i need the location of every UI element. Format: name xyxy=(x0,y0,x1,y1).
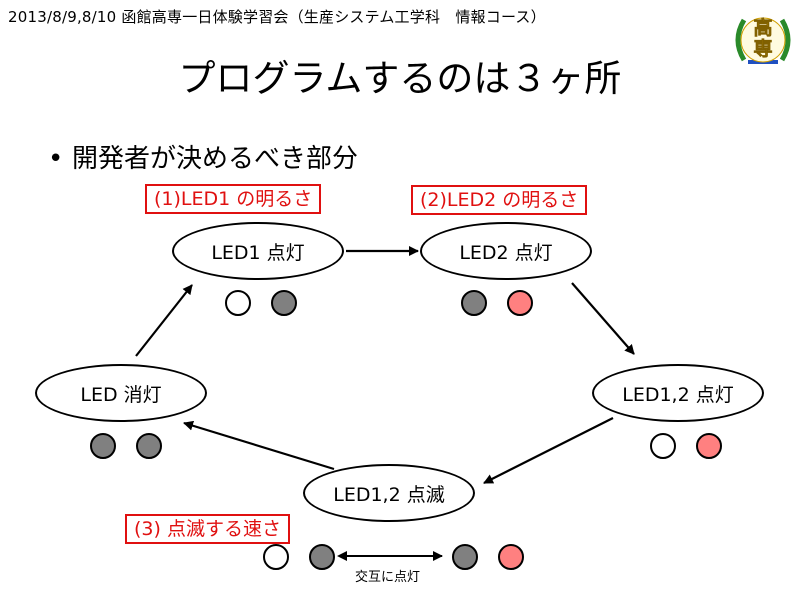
bullet-text: 開発者が決めるべき部分 xyxy=(72,144,359,174)
state-led12-on: LED1,2 点灯 xyxy=(592,364,764,422)
led-indicator xyxy=(696,433,722,459)
arrow-led12-to-blink xyxy=(483,417,614,484)
led-indicator xyxy=(650,433,676,459)
bullet-symbol: • xyxy=(48,144,64,174)
param-led1-brightness: (1)LED1 の明るさ xyxy=(145,184,322,214)
led-indicator xyxy=(271,290,297,316)
bullet-item: • 開発者が決めるべき部分 xyxy=(48,138,358,175)
arrow-off-to-led1 xyxy=(135,284,193,357)
state-led12-blink: LED1,2 点滅 xyxy=(303,464,475,522)
state-led2-on: LED2 点灯 xyxy=(420,222,592,280)
led-indicator xyxy=(461,290,487,316)
arrow-led2-to-led12 xyxy=(571,282,635,355)
led-indicator xyxy=(309,544,335,570)
alternate-note: 交互に点灯 xyxy=(355,570,421,585)
logo-char-1: 高 xyxy=(753,17,773,39)
logo-char-2: 専 xyxy=(753,38,773,60)
slide-header: 2013/8/9,8/10 函館高専一日体験学習会（生産システム工学科 情報コー… xyxy=(8,8,546,26)
slide-title: プログラムするのは３ヶ所 xyxy=(178,57,622,100)
school-logo: 高 専 xyxy=(730,6,796,70)
led-indicator xyxy=(225,290,251,316)
arrow-blink-to-off xyxy=(183,420,335,471)
param-blink-speed: (3) 点滅する速さ xyxy=(125,514,290,544)
param-led2-brightness: (2)LED2 の明るさ xyxy=(411,185,588,215)
led-indicator xyxy=(507,290,533,316)
led-indicator xyxy=(452,544,478,570)
led-indicator xyxy=(263,544,289,570)
state-led-off: LED 消灯 xyxy=(35,364,207,422)
led-indicator xyxy=(498,544,524,570)
state-led1-on: LED1 点灯 xyxy=(172,222,344,280)
led-indicator xyxy=(136,433,162,459)
led-indicator xyxy=(90,433,116,459)
laurel-wreath-icon xyxy=(735,17,791,64)
